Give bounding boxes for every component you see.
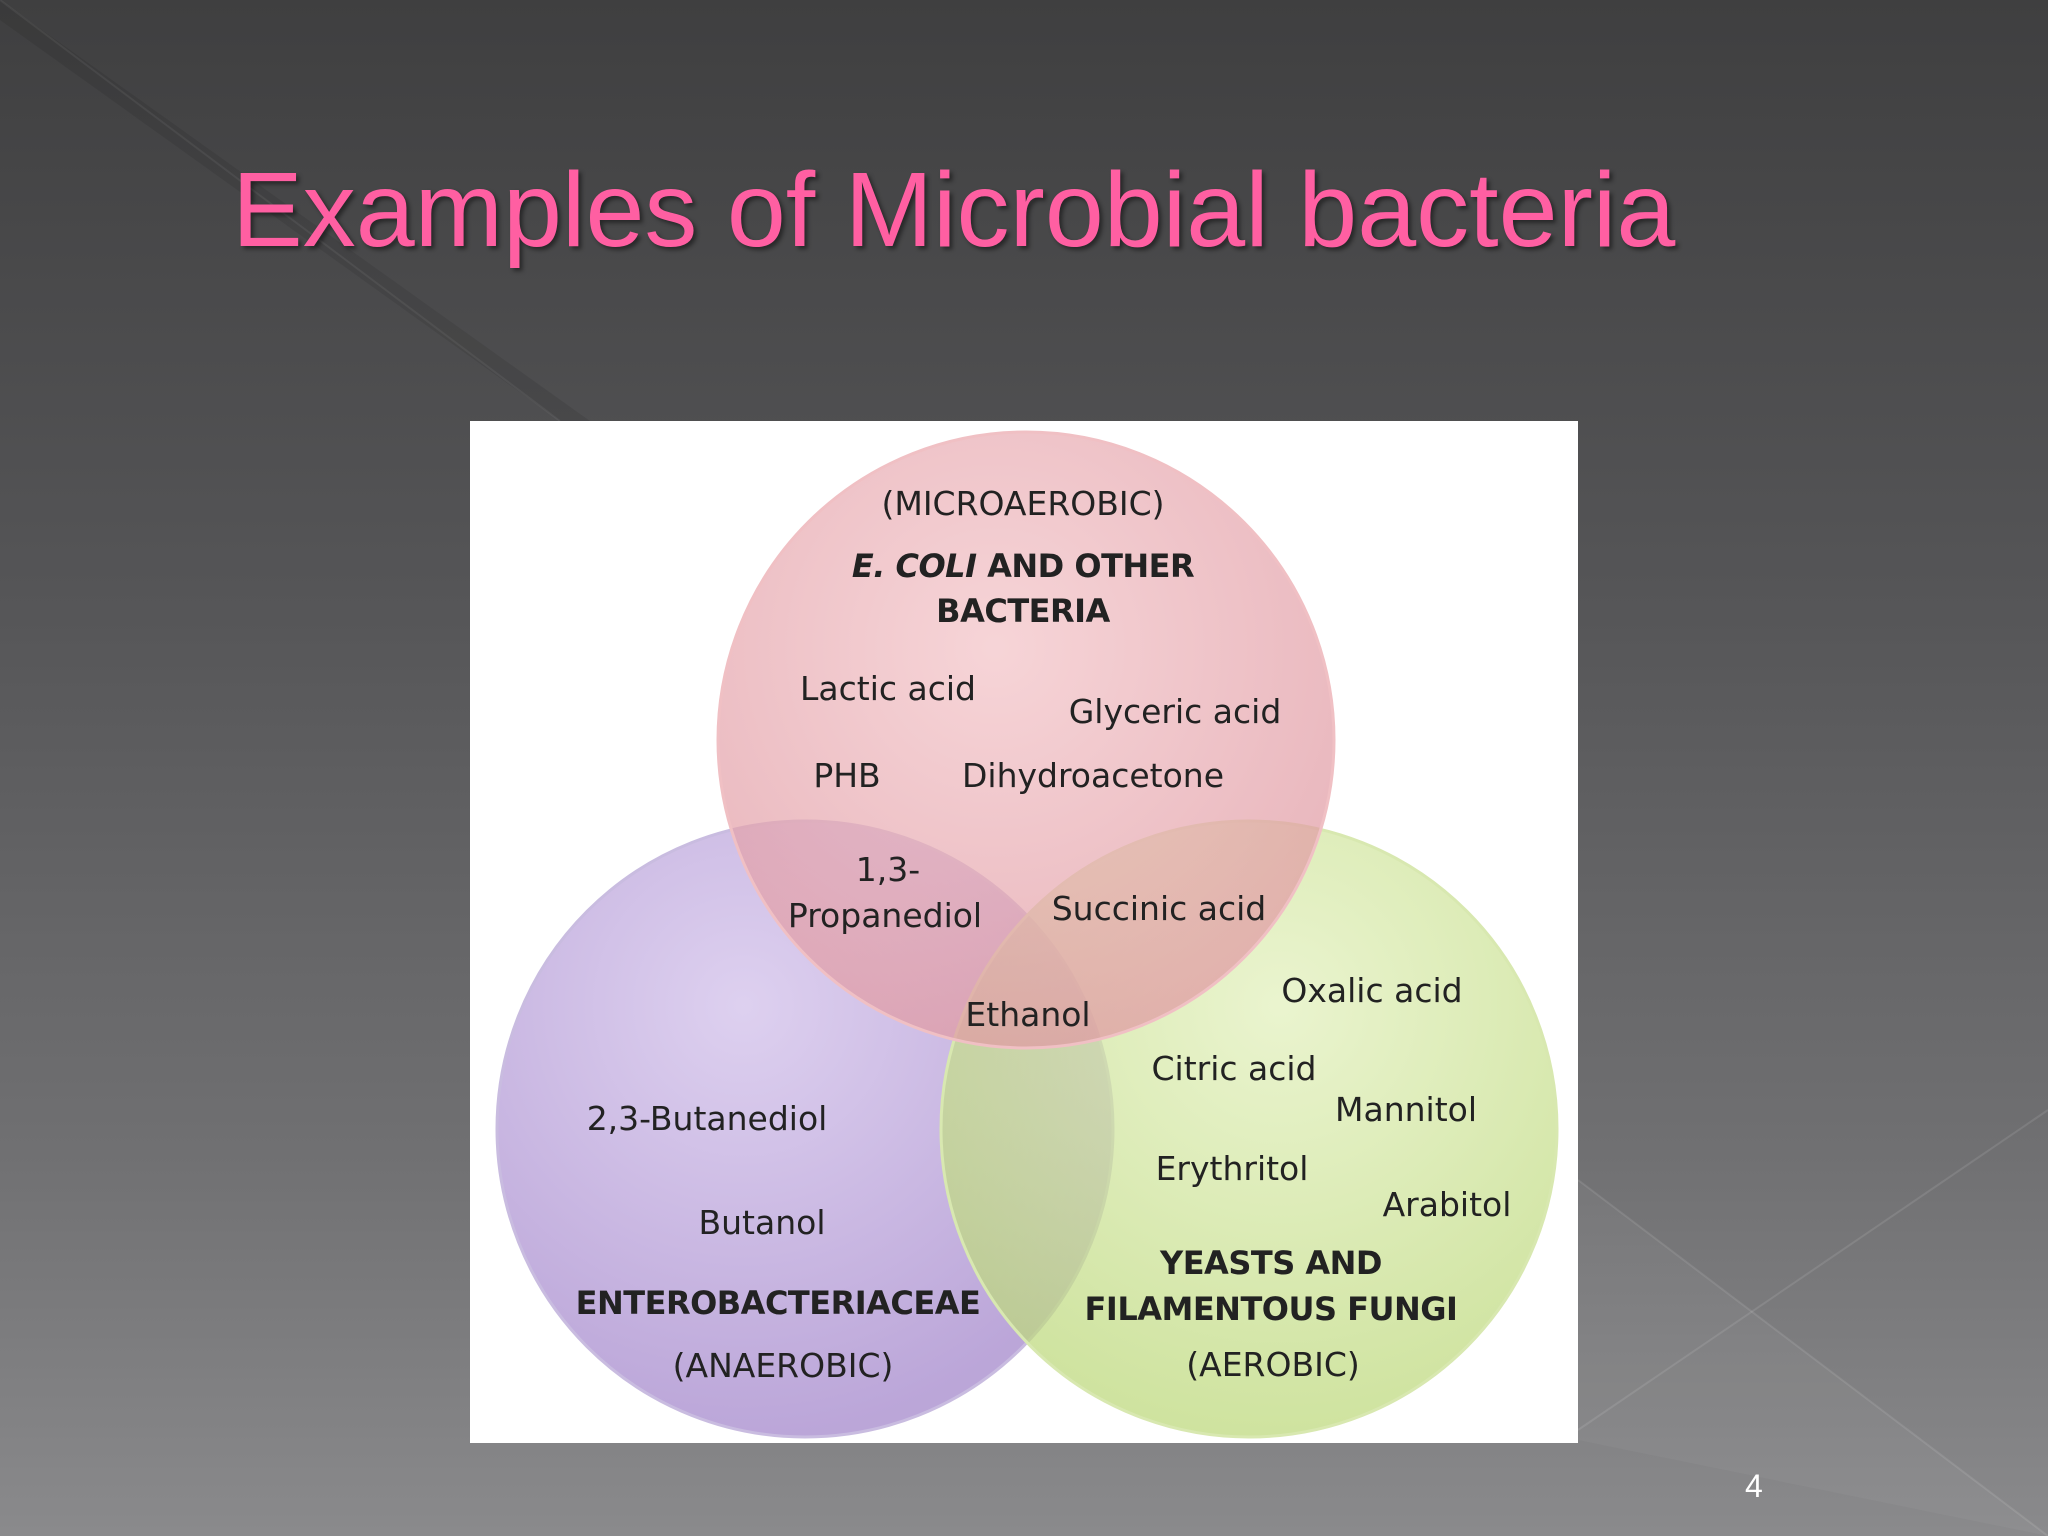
slide-title: Examples of Microbial bacteria	[232, 151, 1676, 269]
butanol-label: Butanol	[698, 1203, 826, 1242]
propanediol-label-line1: 1,3-	[855, 850, 921, 889]
succinic-acid-label: Succinic acid	[1051, 889, 1267, 928]
glyceric-acid-label: Glyceric acid	[1068, 692, 1282, 731]
ecoli-rest-text: AND OTHER	[976, 547, 1195, 585]
propanediol-label-line2: Propanediol	[787, 896, 983, 935]
venn-diagram: (MICROAEROBIC) E. COLI AND OTHER BACTERI…	[470, 421, 1578, 1443]
ecoli-italic-text: E. COLI	[851, 547, 977, 585]
mannitol-label: Mannitol	[1335, 1090, 1477, 1129]
anaerobic-label: (ANAEROBIC)	[672, 1346, 894, 1385]
enterobacteriaceae-title: ENTEROBACTERIACEAE	[575, 1284, 981, 1322]
oxalic-acid-label: Oxalic acid	[1281, 971, 1463, 1010]
butanediol-label: 2,3-Butanediol	[586, 1099, 828, 1138]
phb-label: PHB	[813, 756, 881, 795]
venn-circles	[495, 430, 1559, 1439]
page-number: 4	[1745, 1468, 1763, 1504]
ecoli-group-title: E. COLI AND OTHER	[851, 543, 1195, 589]
ethanol-label: Ethanol	[965, 995, 1091, 1034]
aerobic-label: (AEROBIC)	[1186, 1345, 1360, 1384]
citric-acid-label: Citric acid	[1151, 1049, 1317, 1088]
circle-ecoli-bacteria	[716, 430, 1336, 1050]
lactic-acid-label: Lactic acid	[800, 669, 976, 708]
arabitol-label: Arabitol	[1382, 1185, 1512, 1224]
yeasts-title-line2: FILAMENTOUS FUNGI	[1084, 1290, 1458, 1328]
yeasts-title-line1: YEASTS AND	[1160, 1244, 1382, 1282]
microaerobic-label: (MICROAEROBIC)	[881, 484, 1165, 523]
dihydroacetone-label: Dihydroacetone	[961, 756, 1225, 795]
ecoli-group-title-line2: BACTERIA	[936, 592, 1110, 630]
erythritol-label: Erythritol	[1155, 1149, 1309, 1188]
